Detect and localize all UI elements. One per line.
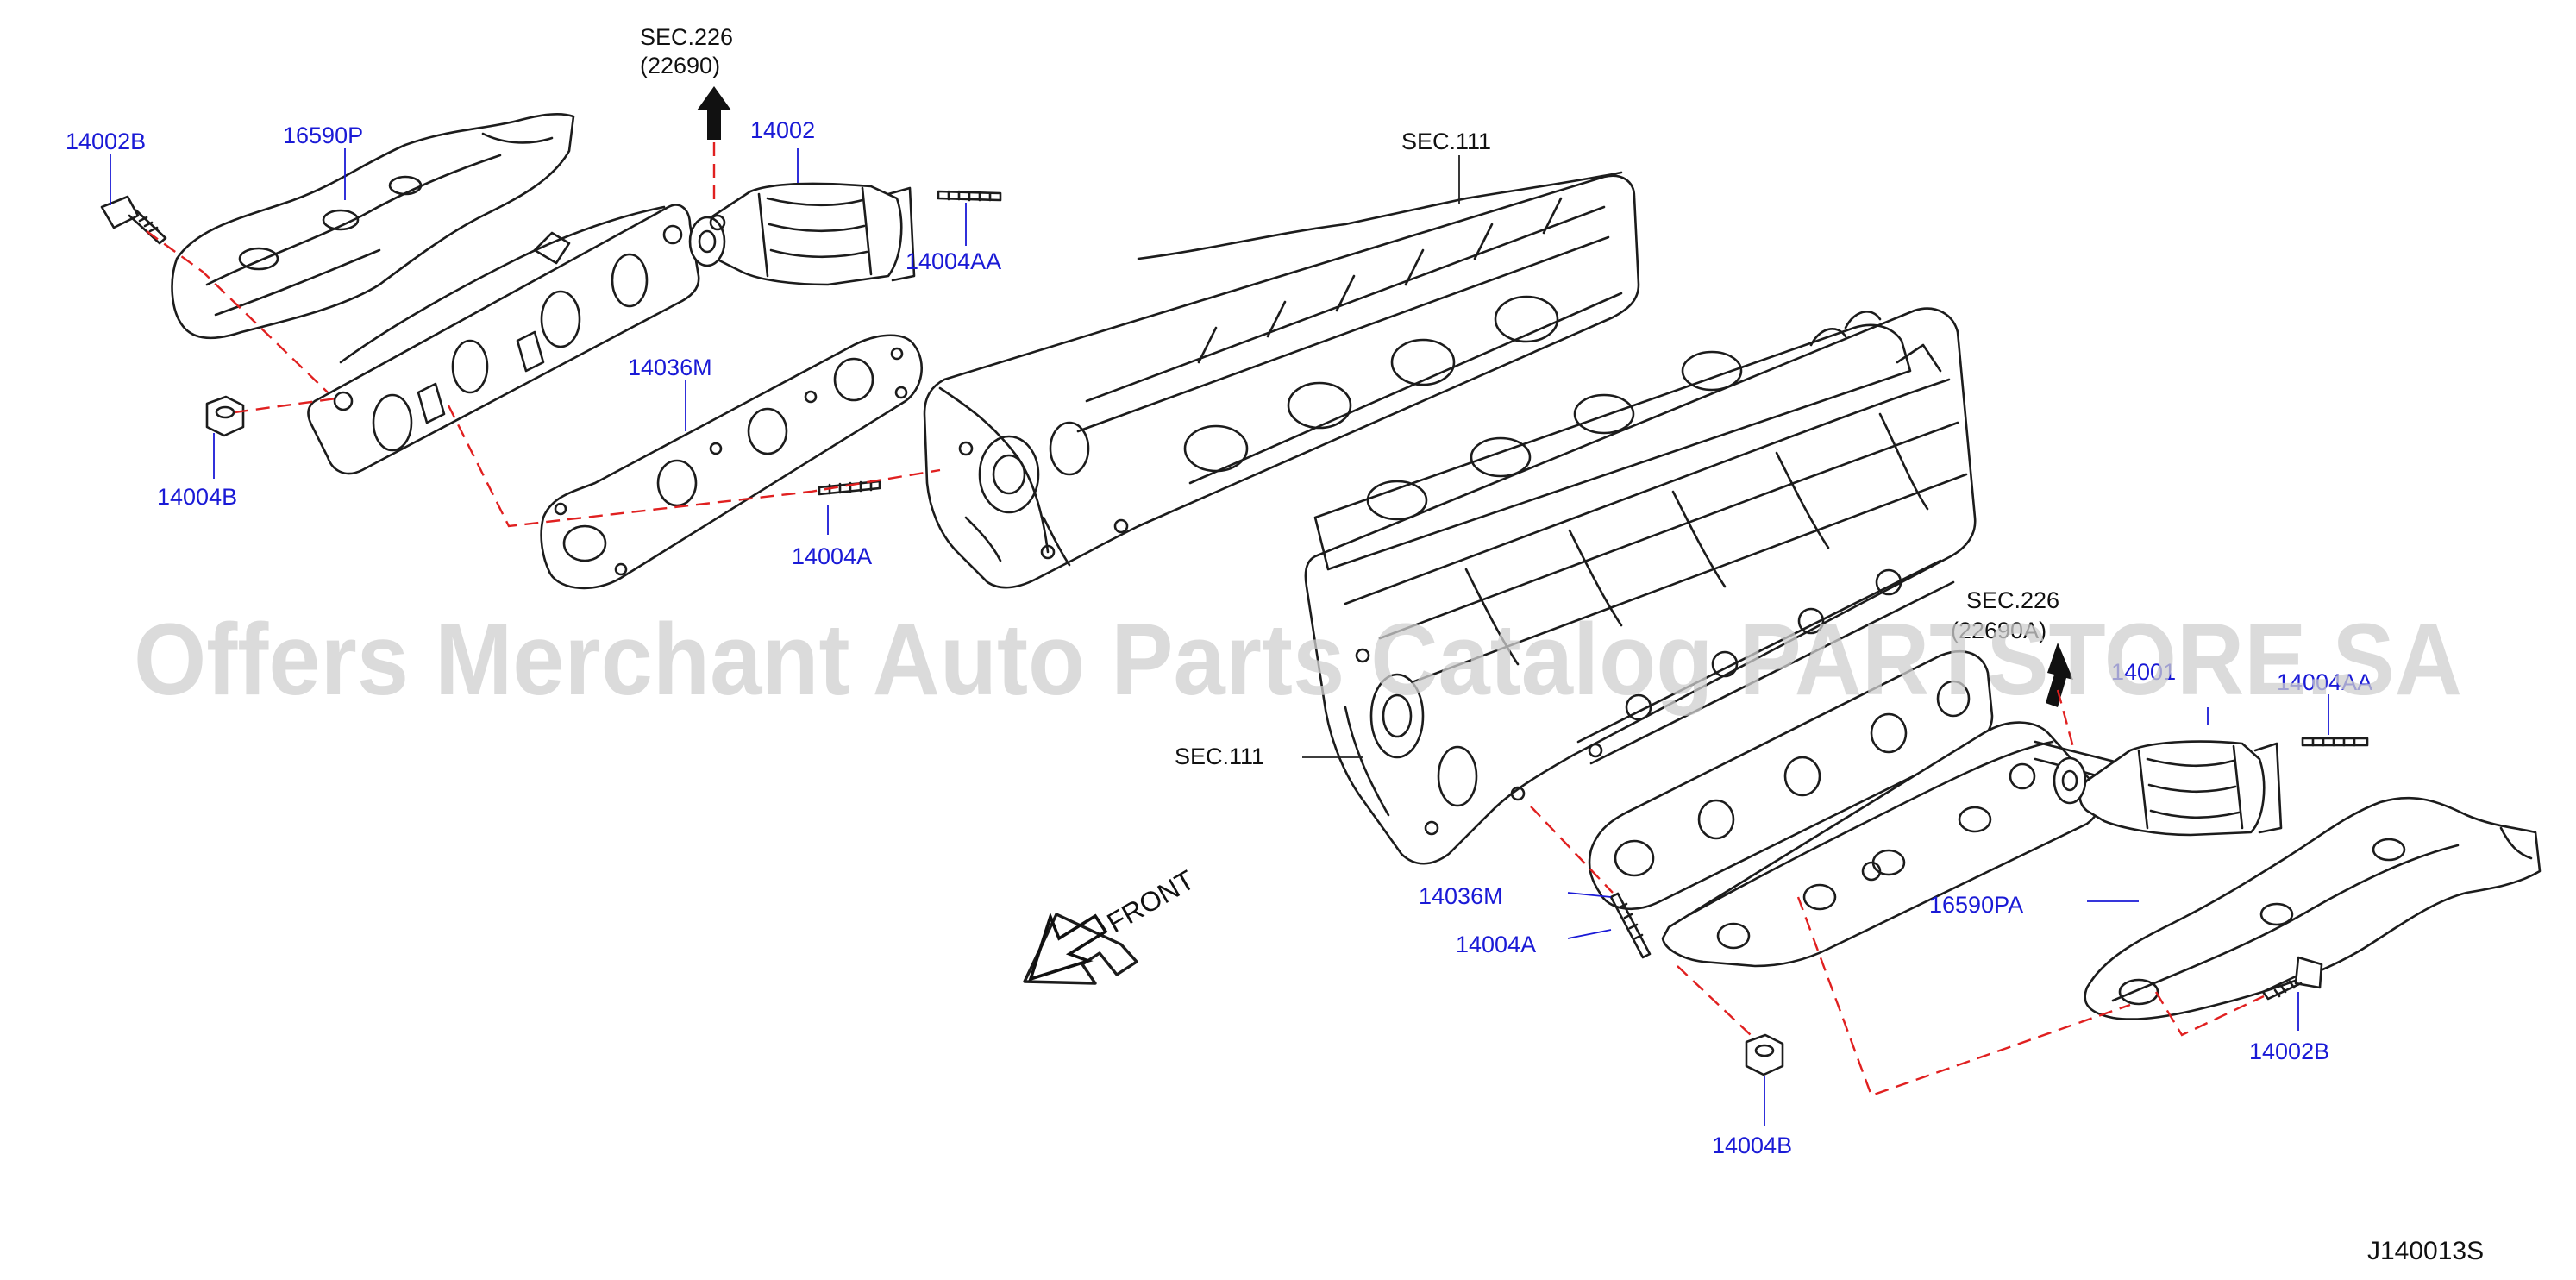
stud-14004a-right [1609, 892, 1652, 959]
nut-14004b-right [1745, 1033, 1784, 1076]
callout-14036m-left: 14036M [628, 355, 712, 380]
callout-14036m-right: 14036M [1419, 883, 1503, 909]
section-sec111-mid: SEC.111 [1175, 744, 1264, 769]
callout-14002b-right: 14002B [2249, 1038, 2329, 1064]
catalytic-converter-right [2053, 740, 2283, 837]
callout-14004aa-right: 14004AA [2277, 669, 2372, 695]
catalytic-converter-left [688, 182, 916, 286]
front-label: FRONT [1102, 864, 1200, 938]
section-sec111-top: SEC.111 [1401, 129, 1491, 154]
watermark: Offers Merchant Auto Parts Catalog PARTS… [134, 603, 2462, 717]
section-sec226-right-code: (22690A) [1951, 618, 2046, 643]
callout-14004a-right: 14004A [1456, 932, 1536, 957]
nut-14004b-left [205, 395, 245, 437]
bolt-14002b-right [2261, 956, 2323, 1001]
stud-14004aa-right [2301, 737, 2369, 747]
callout-16590p: 16590P [283, 122, 363, 148]
section-sec226-top: SEC.226 [640, 24, 733, 50]
arrow-sec226-right-icon [2046, 643, 2073, 707]
callout-14002b-left: 14002B [66, 129, 146, 154]
cylinder-head-front [1304, 307, 1977, 865]
heat-insulator-left [171, 112, 575, 340]
leader-lines [110, 148, 2329, 1126]
dashed-leaders [146, 142, 2265, 1097]
heat-insulator-right [2084, 796, 2542, 1020]
section-sec226-right: SEC.226 [1966, 587, 2059, 613]
callout-16590pa: 16590PA [1929, 892, 2023, 918]
stud-14004aa-left [937, 190, 1002, 202]
reference-code: J140013S [2367, 1237, 2484, 1265]
cylinder-head-rear [923, 171, 1640, 589]
gasket-14036m-left [540, 334, 923, 590]
callout-14004aa-left: 14004AA [906, 248, 1001, 274]
exhaust-manifold-left [307, 204, 700, 475]
callout-14002: 14002 [750, 117, 815, 143]
callout-14004b-left: 14004B [157, 484, 237, 510]
section-sec226-top-code: (22690) [640, 53, 720, 78]
front-arrow-icon [1023, 912, 1138, 985]
callout-14004b-right: 14004B [1712, 1133, 1792, 1158]
callout-14004a-left: 14004A [792, 543, 872, 569]
arrow-up-sec226-icon [697, 86, 731, 140]
bolt-14002b-left [100, 195, 167, 245]
callout-14001: 14001 [2111, 659, 2176, 685]
